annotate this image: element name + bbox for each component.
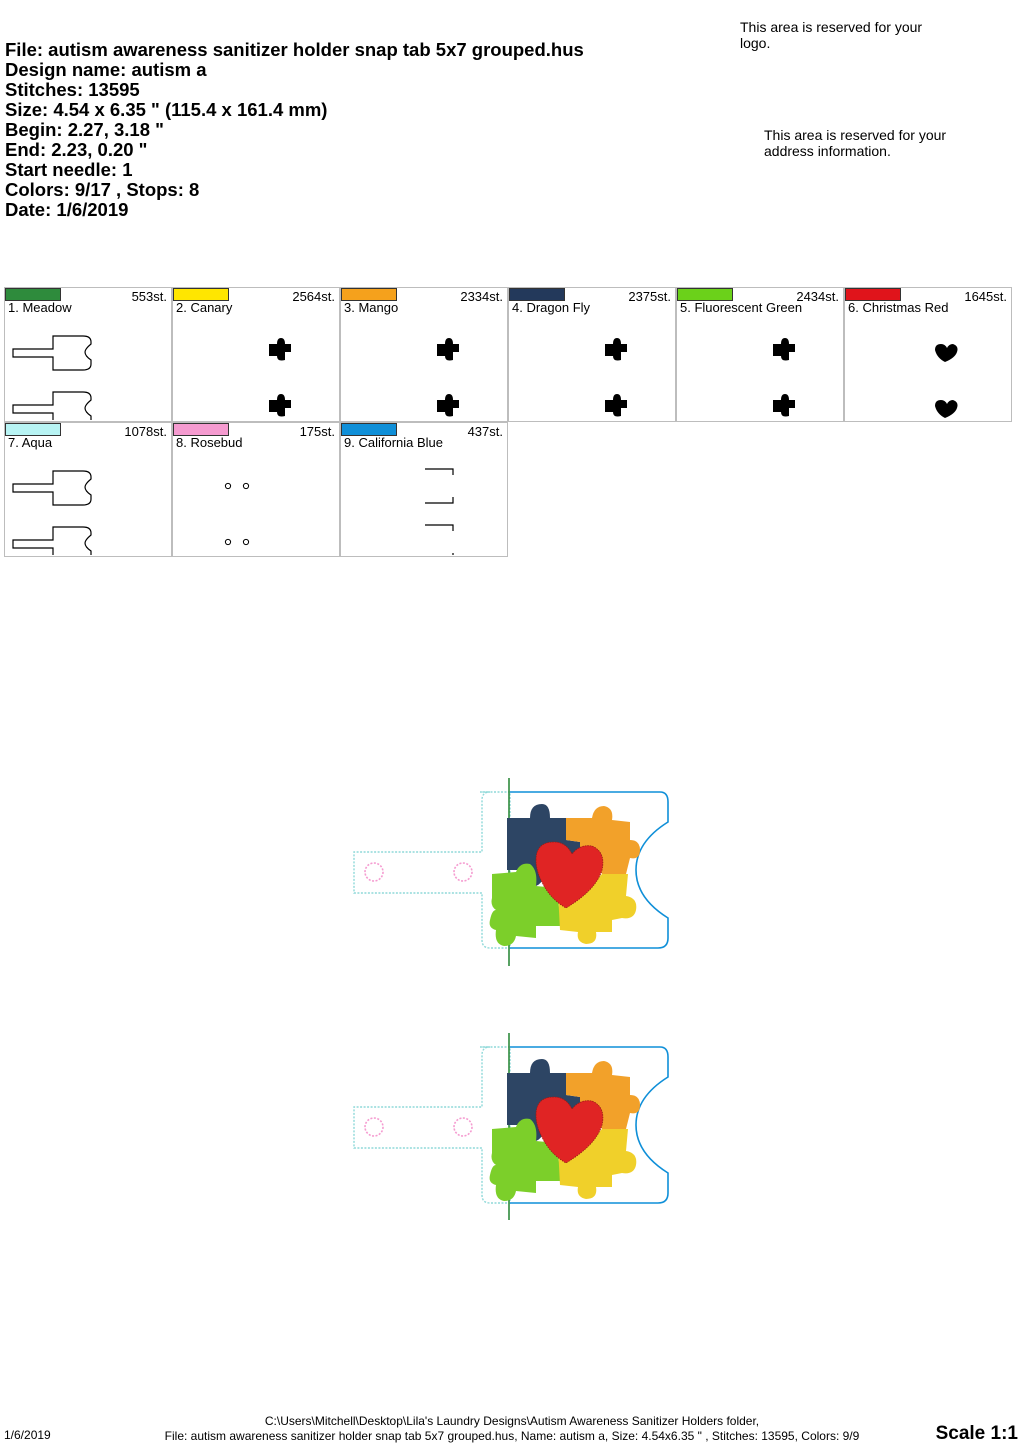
thread-color-chip bbox=[173, 423, 229, 436]
color-swatch-cell: 1645st. 6. Christmas Red bbox=[844, 287, 1012, 422]
color-swatch-cell: 175st. 8. Rosebud bbox=[172, 422, 340, 557]
thread-color-chip bbox=[5, 288, 61, 301]
puzzle-piece-icon bbox=[605, 338, 627, 417]
color-sequence-table: 553st. 1. Meadow 2564st. 2. Canary 2334st. 3.… bbox=[4, 287, 1014, 559]
thread-name-label: 7. Aqua bbox=[8, 435, 53, 450]
logo-reserved-note: This area is reserved for your logo. bbox=[740, 19, 923, 51]
stitch-count-label: 1645st. bbox=[964, 289, 1007, 304]
stitch-count-label: 175st. bbox=[299, 424, 335, 439]
colors-stops: Colors: 9/17 , Stops: 8 bbox=[5, 179, 200, 200]
bracket-outline-icon bbox=[425, 468, 454, 555]
color-swatch-cell: 1078st. 7. Aqua bbox=[4, 422, 172, 557]
file-name: File: autism awareness sanitizer holder … bbox=[5, 39, 584, 60]
tab-outline-icon bbox=[12, 335, 92, 420]
heart-icon bbox=[935, 344, 958, 418]
start-needle: Start needle: 1 bbox=[5, 159, 133, 180]
tab-outline-icon bbox=[12, 470, 92, 555]
stitch-count-label: 2564st. bbox=[292, 289, 335, 304]
puzzle-piece-icon bbox=[773, 338, 795, 417]
stitch-count-label: 2434st. bbox=[796, 289, 839, 304]
design-size: Size: 4.54 x 6.35 " (115.4 x 161.4 mm) bbox=[5, 99, 328, 120]
design-name: Design name: autism a bbox=[5, 59, 207, 80]
thread-color-chip bbox=[173, 288, 229, 301]
design-preview bbox=[353, 777, 669, 1220]
puzzle-piece-icon bbox=[269, 338, 291, 417]
thread-name-label: 9. California Blue bbox=[344, 435, 443, 450]
color-swatch-cell: 2434st.5. Fluorescent Green bbox=[676, 287, 844, 422]
thread-color-chip bbox=[341, 288, 397, 301]
stitch-count-label: 1078st. bbox=[124, 424, 167, 439]
stitch-count-label: 553st. bbox=[131, 289, 167, 304]
thread-name-label: 1. Meadow bbox=[8, 300, 72, 315]
thread-color-chip bbox=[5, 423, 61, 436]
thread-color-chip bbox=[677, 288, 733, 301]
stitch-count-label: 2334st. bbox=[460, 289, 503, 304]
color-swatch-cell: 553st. 1. Meadow bbox=[4, 287, 172, 422]
thread-name-label: 4. Dragon Fly bbox=[512, 300, 591, 315]
design-info: File: autism awareness sanitizer holder … bbox=[5, 40, 584, 220]
thread-name-label: 6. Christmas Red bbox=[848, 300, 949, 315]
stitch-count-label: 437st. bbox=[467, 424, 503, 439]
footer-path: C:\Users\Mitchell\Desktop\Lila's Laundry… bbox=[264, 1414, 760, 1428]
color-swatch-cell: 437st. 9. California Blue bbox=[340, 422, 508, 557]
thread-color-chip bbox=[341, 423, 397, 436]
address-reserved-note: This area is reserved for your address i… bbox=[764, 127, 947, 159]
footer-date: 1/6/2019 bbox=[4, 1428, 51, 1442]
footer-info: C:\Users\Mitchell\Desktop\Lila's Laundry… bbox=[0, 1414, 1024, 1444]
snap-circle-icon bbox=[224, 482, 250, 546]
stitch-count: Stitches: 13595 bbox=[5, 79, 140, 100]
end-point: End: 2.23, 0.20 " bbox=[5, 139, 148, 160]
thread-name-label: 8. Rosebud bbox=[176, 435, 243, 450]
begin-point: Begin: 2.27, 3.18 " bbox=[5, 119, 164, 140]
design-date: Date: 1/6/2019 bbox=[5, 199, 129, 220]
color-swatch-cell: 2375st. 4. Dragon Fly bbox=[508, 287, 676, 422]
thread-name-label: 5. Fluorescent Green bbox=[680, 300, 803, 315]
footer-summary: File: autism awareness sanitizer holder … bbox=[164, 1429, 860, 1443]
thread-name-label: 2. Canary bbox=[176, 300, 233, 315]
thread-name-label: 3. Mango bbox=[344, 300, 399, 315]
scale-label: Scale 1:1 bbox=[935, 1423, 1018, 1444]
color-swatch-cell: 2334st. 3. Mango bbox=[340, 287, 508, 422]
stitch-count-label: 2375st. bbox=[628, 289, 671, 304]
color-swatch-cell: 2564st. 2. Canary bbox=[172, 287, 340, 422]
thread-color-chip bbox=[509, 288, 565, 301]
puzzle-piece-icon bbox=[437, 338, 459, 417]
thread-color-chip bbox=[845, 288, 901, 301]
